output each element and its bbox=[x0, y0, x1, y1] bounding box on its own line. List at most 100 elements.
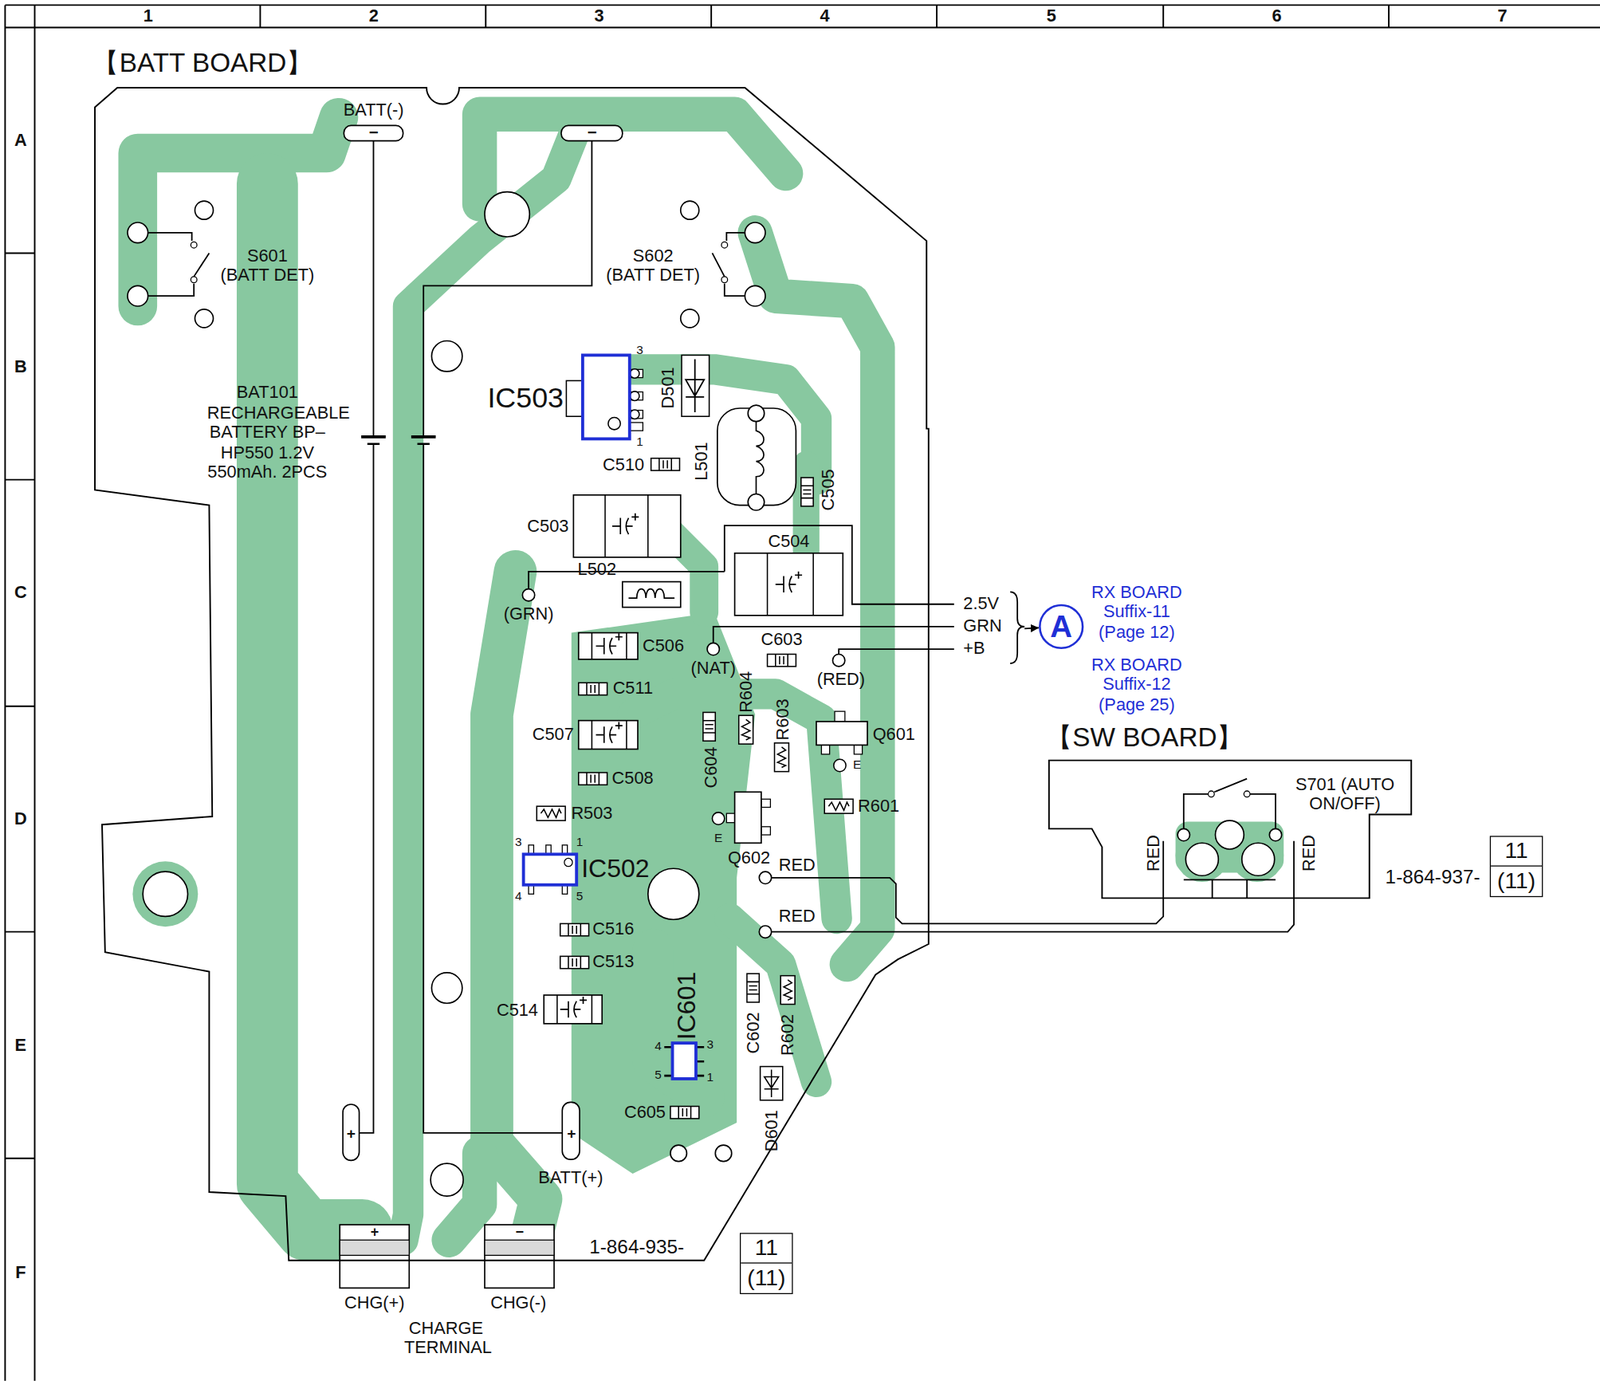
part-label: C603 bbox=[760, 629, 802, 650]
label-holder: C504 bbox=[767, 531, 810, 553]
label-holder: + bbox=[566, 1124, 577, 1142]
transistor-pad bbox=[711, 812, 724, 825]
part-label: BATT(+) bbox=[538, 1167, 603, 1188]
diode-symbol bbox=[764, 1069, 779, 1097]
capacitor-body bbox=[543, 994, 602, 1024]
resistor-body bbox=[774, 742, 790, 772]
part-label: S602 (BATT DET) bbox=[605, 245, 700, 286]
solder-pad bbox=[832, 653, 845, 666]
diode-symbol bbox=[685, 359, 704, 413]
chip-plates bbox=[678, 1106, 691, 1119]
copper-trace bbox=[491, 571, 541, 1240]
label-holder: A bbox=[14, 130, 27, 152]
mounting-hole bbox=[430, 1163, 464, 1196]
total-pages: (11) bbox=[740, 1263, 792, 1293]
switch-contact bbox=[1243, 790, 1251, 798]
label-holder: − bbox=[369, 123, 379, 142]
diode-body bbox=[760, 1066, 783, 1101]
part-label: R503 bbox=[570, 802, 613, 823]
part-label: RED bbox=[778, 855, 816, 876]
part-label: BAT101 RECHARGEABLE BATTERY BP–HP550 1.2… bbox=[207, 382, 328, 483]
grid-reference: 1 bbox=[143, 6, 154, 27]
switch-symbol bbox=[148, 232, 210, 296]
transistor-pin bbox=[761, 826, 771, 835]
label-holder: CHG(+) bbox=[344, 1293, 405, 1314]
transistor-pin bbox=[726, 813, 735, 823]
part-label: RX BOARD Suffix-12 (Page 25) bbox=[1090, 654, 1183, 715]
chip-plates bbox=[746, 981, 759, 994]
label-holder: CHG(-) bbox=[490, 1293, 547, 1314]
capacitor-symbol bbox=[596, 632, 623, 654]
ic-highlight bbox=[672, 1042, 696, 1079]
chip-body bbox=[767, 653, 797, 666]
copper-trace bbox=[403, 127, 578, 1240]
switch-symbol bbox=[1183, 778, 1276, 899]
label-holder: 4 bbox=[819, 6, 830, 28]
label-holder: C602 bbox=[742, 1011, 764, 1054]
mounting-hole bbox=[431, 341, 462, 372]
label-holder: C513 bbox=[592, 951, 634, 973]
solder-pad bbox=[758, 871, 771, 884]
ic-highlight bbox=[582, 354, 630, 439]
label-holder: (GRN) bbox=[503, 604, 555, 626]
label-holder: Q602 bbox=[727, 848, 771, 869]
label-holder: 7 bbox=[1497, 6, 1507, 28]
part-label: S601 (BATT DET) bbox=[220, 245, 315, 286]
page-reference-box: 11(11) bbox=[1489, 835, 1544, 897]
label-holder: + bbox=[370, 1223, 379, 1240]
part-label: CHG(-) bbox=[490, 1293, 547, 1314]
resistor-zigzag bbox=[742, 719, 751, 740]
callout-letter: A bbox=[1049, 608, 1073, 645]
part-label: 4 bbox=[514, 889, 523, 905]
grid-reference: 2 bbox=[369, 6, 379, 27]
part-label: C505 bbox=[818, 468, 839, 511]
chip-plates bbox=[801, 485, 814, 498]
part-label: R602 bbox=[777, 1014, 798, 1056]
part-label: (NAT) bbox=[691, 658, 736, 679]
chip-capacitor bbox=[651, 458, 681, 471]
chip-plates bbox=[568, 955, 581, 968]
charge-terminal-band bbox=[339, 1239, 409, 1255]
solder-pad bbox=[127, 285, 149, 307]
part-label: − bbox=[587, 123, 598, 143]
label-holder: E bbox=[714, 831, 723, 846]
label-holder: C507 bbox=[532, 724, 574, 746]
capacitor-body bbox=[578, 720, 638, 750]
ic-mark bbox=[608, 417, 621, 430]
label-holder: (RED) bbox=[817, 669, 865, 691]
electrolytic-capacitor bbox=[578, 720, 638, 750]
ic-pin-pad bbox=[629, 369, 640, 379]
part-label: 1 bbox=[576, 835, 584, 850]
label-holder: 3 bbox=[514, 835, 523, 850]
solder-pad bbox=[707, 642, 720, 655]
switch-symbol bbox=[711, 232, 745, 296]
chip-body bbox=[670, 1106, 700, 1119]
part-label: 1 bbox=[636, 436, 644, 451]
part-label: R604 bbox=[735, 671, 756, 713]
mounting-hole bbox=[648, 868, 700, 920]
resistor-body bbox=[739, 715, 754, 744]
label-holder: BAT101 RECHARGEABLE BATTERY BP–HP550 1.2… bbox=[207, 382, 328, 483]
switch-contact bbox=[1208, 790, 1215, 798]
part-label: C510 bbox=[602, 455, 645, 476]
switch-contact bbox=[190, 276, 197, 284]
solder-pad bbox=[194, 309, 213, 328]
part-label: E bbox=[714, 831, 723, 846]
chip-body bbox=[651, 458, 681, 471]
part-label: IC601 bbox=[671, 971, 701, 1040]
label-holder: BATT(+) bbox=[538, 1167, 603, 1188]
solder-pad bbox=[194, 200, 213, 220]
grid-reference: 5 bbox=[1046, 6, 1057, 27]
page-number: 11 bbox=[740, 1234, 792, 1265]
part-label: RED bbox=[778, 906, 816, 927]
part-label: 5 bbox=[654, 1068, 662, 1083]
label-holder: E bbox=[15, 1035, 27, 1057]
chip-capacitor bbox=[578, 772, 608, 785]
capacitor-divider bbox=[557, 994, 593, 1024]
electrolytic-capacitor bbox=[543, 994, 602, 1024]
label-holder: D501 bbox=[658, 366, 680, 409]
board-outline bbox=[1049, 760, 1412, 899]
capacitor-symbol bbox=[612, 513, 639, 535]
solder-pad bbox=[744, 222, 766, 244]
